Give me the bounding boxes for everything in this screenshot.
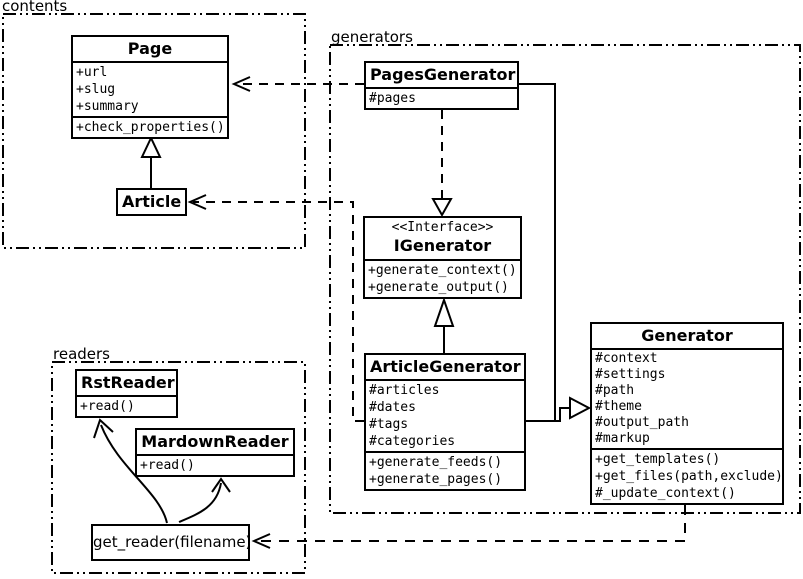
class-page: Page +url +slug +summary +check_properti… — [71, 35, 229, 139]
package-generators-label: generators — [331, 28, 413, 46]
class-articlegenerator-attributes: #articles #dates #tags #categories — [366, 381, 524, 453]
method: +read() — [140, 458, 195, 473]
class-igenerator-stereotype: <<Interface>> — [391, 220, 494, 235]
edge-generators-extend-generator — [519, 83, 592, 422]
method: +generate_feeds() — [369, 455, 503, 470]
class-igenerator-header: <<Interface>> IGenerator — [365, 218, 520, 261]
attribute: #context — [595, 351, 658, 366]
class-igenerator-title: IGenerator — [393, 236, 492, 255]
class-rstreader-methods: +read() — [77, 397, 176, 416]
class-pagesgenerator-title: PagesGenerator — [366, 63, 517, 89]
attribute: #articles — [369, 383, 440, 398]
class-generator-methods: +get_templates() +get_files(path,exclude… — [592, 450, 783, 503]
node-get-reader: get_reader(filename) — [91, 524, 251, 561]
class-igenerator-methods: +generate_context() +generate_output() — [365, 261, 520, 297]
edge-generator-depends-getreader — [251, 505, 686, 549]
class-pagesgenerator: PagesGenerator #pages — [364, 61, 519, 110]
method: #_update_context() — [595, 486, 736, 501]
edge-article-extends-page — [140, 135, 162, 188]
edge-articlegenerator-depends-article — [187, 194, 364, 422]
method: +get_templates() — [595, 452, 721, 467]
class-mardownreader-methods: +read() — [137, 456, 293, 475]
edge-getreader-to-rstreader — [93, 418, 168, 524]
package-contents-border — [2, 13, 306, 249]
class-page-attributes: +url +slug +summary — [73, 63, 227, 118]
class-generator: Generator #context #settings #path #them… — [590, 322, 784, 505]
method: +read() — [80, 399, 135, 414]
class-rstreader: RstReader +read() — [75, 369, 178, 418]
method: +generate_output() — [368, 280, 509, 295]
class-mardownreader-title: MardownReader — [137, 430, 293, 456]
attribute: +summary — [76, 99, 139, 114]
attribute: #tags — [369, 417, 409, 432]
edge-getreader-to-mardownreader — [178, 477, 231, 523]
method: +generate_context() — [368, 263, 517, 278]
attribute: #settings — [595, 367, 666, 382]
class-articlegenerator-title: ArticleGenerator — [366, 355, 524, 381]
package-contents-label: contents — [2, 0, 68, 15]
class-articlegenerator-methods: +generate_feeds() +generate_pages() — [366, 453, 524, 489]
class-mardownreader: MardownReader +read() — [135, 428, 295, 477]
class-igenerator: <<Interface>> IGenerator +generate_conte… — [363, 216, 522, 299]
attribute: #dates — [369, 400, 416, 415]
class-articlegenerator: ArticleGenerator #articles #dates #tags … — [364, 353, 526, 491]
attribute: #markup — [595, 431, 650, 446]
class-pagesgenerator-attributes: #pages — [366, 89, 517, 108]
attribute: #path — [595, 383, 635, 398]
attribute: +slug — [76, 82, 116, 97]
method: +check_properties() — [76, 120, 225, 135]
class-article: Article — [116, 188, 187, 216]
class-generator-title: Generator — [592, 324, 782, 350]
attribute: #theme — [595, 399, 642, 414]
method: +generate_pages() — [369, 472, 503, 487]
class-article-title: Article — [122, 192, 182, 211]
edge-articlegenerator-extends-igenerator — [433, 296, 455, 353]
class-page-methods: +check_properties() — [73, 118, 227, 137]
class-generator-attributes: #context #settings #path #theme #output_… — [592, 350, 782, 450]
attribute: #categories — [369, 434, 456, 449]
attribute: #output_path — [595, 415, 689, 430]
package-readers-border — [51, 361, 306, 574]
package-readers-label: readers — [53, 345, 110, 363]
method: +get_files(path,exclude) — [595, 469, 783, 484]
attribute: +url — [76, 65, 108, 80]
attribute: #pages — [369, 91, 416, 106]
class-rstreader-title: RstReader — [77, 371, 176, 397]
class-page-title: Page — [73, 37, 227, 63]
package-generators-border — [329, 44, 801, 514]
edge-pagesgenerator-depends-page — [231, 76, 364, 92]
edge-pagesgenerator-implements-igenerator — [431, 110, 453, 218]
